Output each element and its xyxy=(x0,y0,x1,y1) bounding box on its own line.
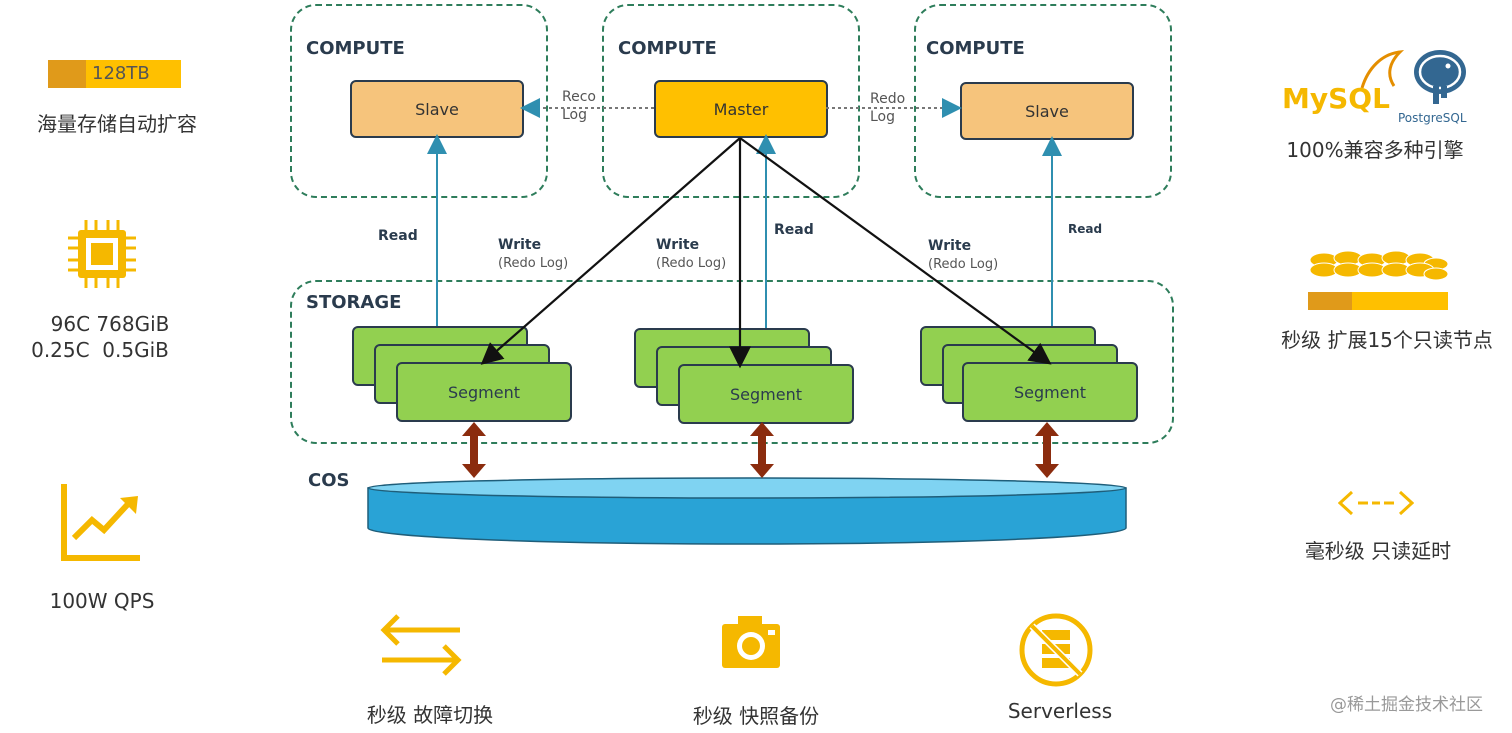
read-label-left: Read xyxy=(378,228,418,244)
write-label-center: Write(Redo Log) xyxy=(656,237,727,271)
snapshot-label: 秒级 快照备份 xyxy=(692,704,820,728)
compatibility-label: 100%兼容多种引擎 xyxy=(1286,138,1464,162)
compute-title-center: COMPUTE xyxy=(618,38,717,59)
slave-node-left: Slave xyxy=(350,80,524,138)
postgresql-text: PostgreSQL xyxy=(1398,111,1467,125)
cos-title: COS xyxy=(308,470,350,491)
camera-icon xyxy=(720,614,782,670)
coins-icon xyxy=(1308,248,1454,312)
spec-min: 0.25C 0.5GiB xyxy=(31,338,169,362)
write-label-left: Write(Redo Log) xyxy=(498,237,569,271)
watermark: @稀土掘金技术社区 xyxy=(1330,695,1483,715)
compute-title-right: COMPUTE xyxy=(926,38,1025,59)
readonly-scale-label: 秒级 扩展15个只读节点 xyxy=(1281,328,1493,352)
slave-node-right: Slave xyxy=(960,82,1134,140)
capacity-value: 128TB xyxy=(92,63,150,84)
read-label-right: Read xyxy=(1068,222,1103,236)
swap-arrows-icon xyxy=(378,614,464,676)
trend-chart-icon xyxy=(58,482,142,564)
compute-box-left xyxy=(290,4,548,198)
mysql-logo-icon: MySQL xyxy=(1282,48,1422,118)
latency-label: 毫秒级 只读延时 xyxy=(1304,539,1452,563)
segment-front: Segment xyxy=(678,364,854,424)
svg-text:MySQL: MySQL xyxy=(1282,82,1390,115)
spec-max: 96C 768GiB xyxy=(50,312,170,336)
serverless-icon xyxy=(1018,612,1094,688)
progress-bar-icon: 128TB xyxy=(48,60,181,88)
write-label-right: Write(Redo Log) xyxy=(928,238,999,272)
postgresql-logo-icon xyxy=(1408,46,1472,108)
failover-label: 秒级 故障切换 xyxy=(366,703,494,727)
latency-arrows-icon xyxy=(1337,488,1415,518)
read-label-center: Read xyxy=(774,222,814,238)
segment-front: Segment xyxy=(962,362,1138,422)
serverless-label: Serverless xyxy=(1007,699,1113,723)
compute-title-left: COMPUTE xyxy=(306,38,405,59)
chip-icon xyxy=(66,218,138,290)
qps-label: 100W QPS xyxy=(49,589,155,613)
master-node: Master xyxy=(654,80,828,138)
capacity-label: 海量存储自动扩容 xyxy=(37,112,197,136)
segment-front: Segment xyxy=(396,362,572,422)
storage-title: STORAGE xyxy=(306,292,402,313)
